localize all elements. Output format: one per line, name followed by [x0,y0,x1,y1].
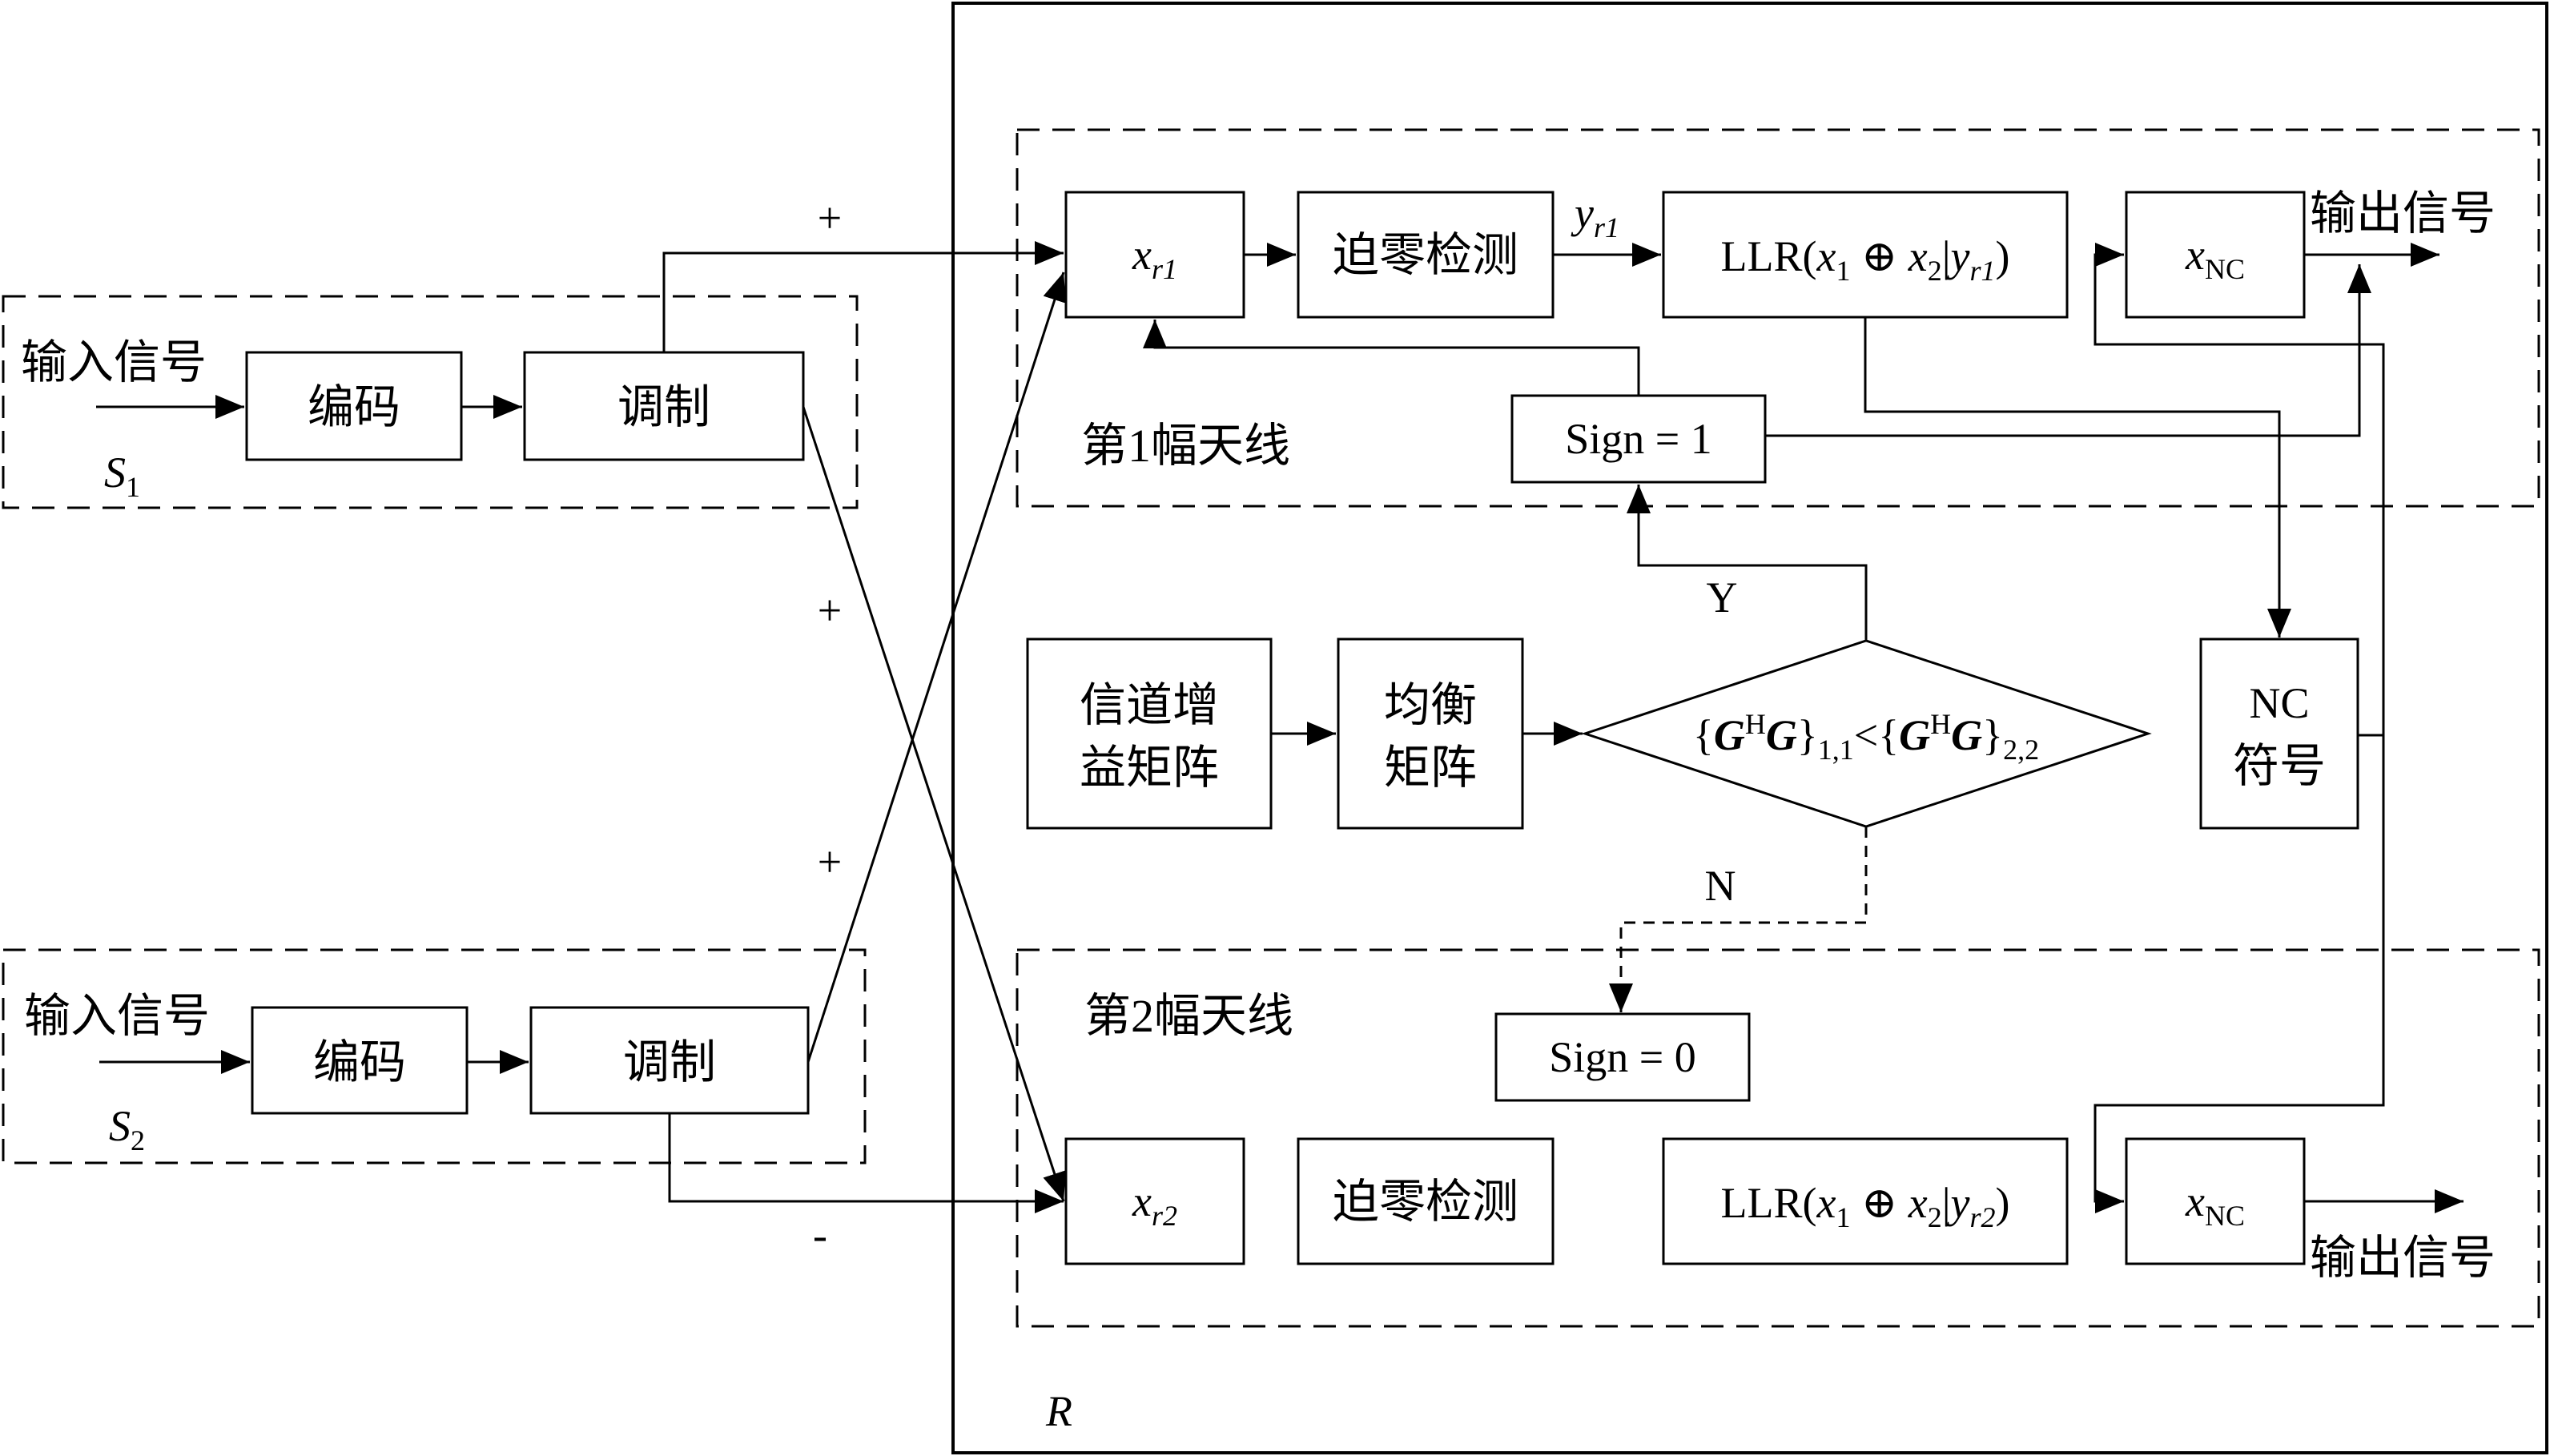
source-1-modulate-block [523,351,805,461]
source-2-input-label: 输入信号 [24,990,210,1042]
output-2-label: 输出信号 [2310,1232,2496,1284]
sign-1-label: Sign = 1 [1565,415,1712,463]
zf-detect-1-block [1297,191,1555,319]
channel-gain-line1: 信道增 [1080,679,1219,731]
sign1-to-xnc1-link [1765,264,2371,437]
plus-sign-lower: + [818,838,842,886]
source-2-symbol: S2 [109,1102,145,1156]
relay-boundary [951,2,2548,1454]
xr2-label: xr2 [1132,1177,1177,1232]
llr-1-label: LLR(x1 ⊕ x2|yr1) [1721,232,2010,287]
source-1-input-label: 输入信号 [21,336,207,388]
nc-symbol-to-xnc1-link [2093,243,2385,735]
llr1-to-nc-symbol-link [1864,317,2291,638]
sign1-to-xr1-feedback [1143,320,1640,396]
llr-2-block [1662,1137,2069,1265]
nc-symbol-line2: 符号 [2233,740,2326,792]
antenna-1-dashed-boundary [1016,128,2540,508]
relay-label: R [1045,1387,1072,1435]
s2-to-xr2-link [668,1113,1064,1213]
channel-gain-line2: 益矩阵 [1080,742,1219,794]
equalizer-line1: 均衡 [1384,679,1477,731]
decision-no-link [1619,827,1868,1009]
source-1-modulate-label: 调制 [617,381,710,433]
source-1-group: 输入信号 S1 编码 调制 [2,295,859,509]
xnc-2-label: xNC [2185,1177,2245,1232]
minus-sign: - [813,1211,827,1259]
zf-detect-2-label: 迫零检测 [1333,1176,1518,1228]
source-1-encode-label: 编码 [308,381,400,433]
s1-to-xr2-link [802,406,1067,1202]
decision-condition: {GHG}1,1<{GHG}2,2 [1693,708,2039,766]
s2-to-xr1-link [806,271,1067,1063]
nc-symbol-line1: NC [2249,679,2309,727]
xnc-2-block [2125,1137,2306,1265]
llr-2-label: LLR(x1 ⊕ x2|yr2) [1721,1179,2010,1233]
y-r1-label: yr1 [1571,189,1619,243]
branch-yes-label: Y [1707,573,1738,621]
nc-symbol-to-xnc2-link [2093,735,2385,1213]
channel-gain-block [1026,638,1273,830]
source-2-group: 输入信号 S2 编码 调制 [2,948,867,1164]
decision-yes-link [1627,485,1868,641]
antenna-1-title: 第1幅天线 [1081,420,1290,472]
source-1-encode-block [245,351,463,461]
branch-no-label: N [1705,862,1736,910]
decision-section: 信道增 益矩阵 均衡 矩阵 {GHG}1,1<{GHG}2,2 Y N NC 符… [1026,485,2385,1213]
source-2-encode-label: 编码 [313,1036,406,1088]
xnc-1-block [2125,191,2306,319]
llr-1-block [1662,191,2069,319]
source-1-dashed-boundary [2,295,859,509]
antenna-2-dashed-boundary [1016,948,2540,1328]
source-2-encode-block [251,1006,469,1115]
nc-symbol-block [2199,638,2359,830]
xr2-block [1064,1137,1245,1265]
antenna-2-title: 第2幅天线 [1084,990,1293,1042]
zf-detect-1-label: 迫零检测 [1333,229,1518,281]
plus-sign-middle: + [818,586,842,634]
sign-0-label: Sign = 0 [1549,1033,1696,1081]
source-2-modulate-block [529,1006,810,1115]
equalizer-line2: 矩阵 [1384,742,1477,794]
antenna-1-group: 第1幅天线 xr1 迫零检测 yr1 LLR(x1 ⊕ x2|yr1) xNC … [1016,128,2540,735]
xnc-1-label: xNC [2185,231,2245,285]
xr1-label: xr1 [1132,231,1177,285]
output-1-label: 输出信号 [2310,187,2496,239]
equalizer-block [1337,638,1524,830]
source-2-modulate-label: 调制 [623,1036,716,1088]
zf-detect-2-block [1297,1137,1555,1265]
sign-0-block [1494,1012,1751,1102]
plus-sign-top: + [818,194,842,242]
source-1-symbol: S1 [104,448,140,503]
source-2-dashed-boundary [2,948,867,1164]
s1-to-xr1-link [662,241,1064,352]
antenna-2-group: 第2幅天线 Sign = 0 xr2 迫零检测 LLR(x1 ⊕ x2|yr2)… [1016,948,2540,1328]
decision-diamond [1581,639,2152,828]
